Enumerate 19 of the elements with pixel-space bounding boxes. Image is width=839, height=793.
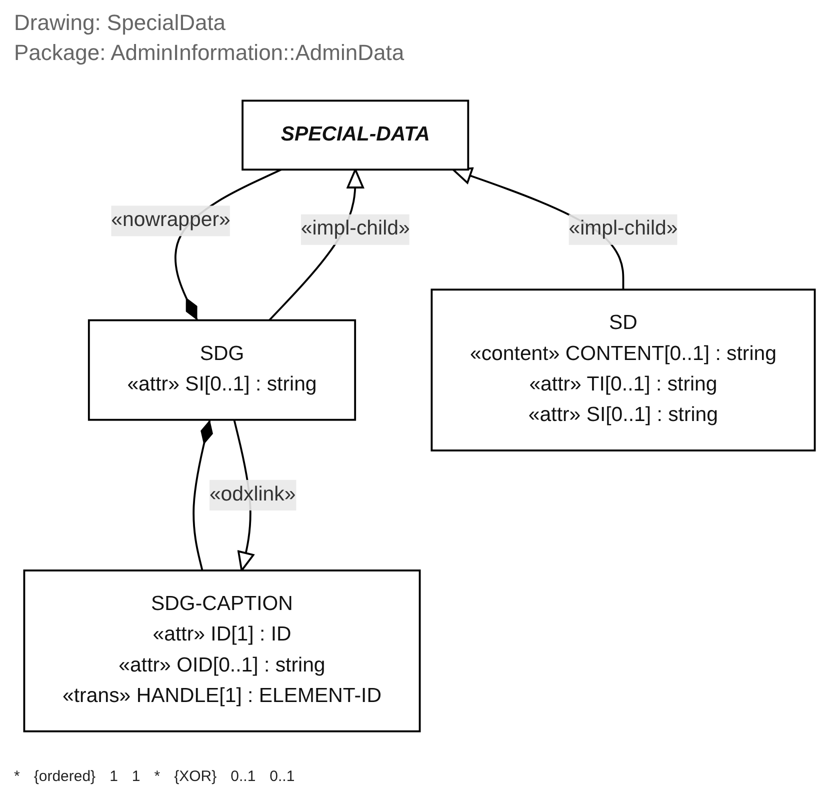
edge-label: «odxlink»: [209, 480, 296, 510]
multiplicity-label: 1: [110, 768, 118, 785]
class-box: SDG «attr» SI[0..1] : string: [88, 319, 356, 421]
multiplicity-label: 0..1: [270, 768, 295, 785]
multiplicity-label: 1: [132, 768, 140, 785]
edge-label: «impl-child»: [300, 214, 410, 245]
diagram-title: Drawing: SpecialData: [14, 10, 226, 36]
composition-line: [192, 420, 213, 571]
multiplicity-label: 0..1: [230, 768, 256, 785]
multiplicity-label: *: [14, 768, 20, 785]
multiplicity-label: {XOR}: [174, 768, 217, 785]
edge-label: «impl-child»: [568, 214, 678, 245]
edge-label: «nowrapper»: [111, 206, 230, 236]
class-box: SPECIAL-DATA: [242, 100, 470, 171]
class-box: SDG-CAPTION «attr» ID[1] : ID «attr» OID[0..1] : string «trans» HANDLE[1] : ELEMENT-ID: [23, 570, 421, 732]
class-box: SD «content» CONTENT[0..1] : string «attr» TI[0..1] : string «attr» SI[0..1] : string: [430, 288, 816, 452]
multiplicity-label: *: [154, 768, 160, 785]
multiplicity-label: {ordered}: [34, 768, 96, 785]
package-label: Package: AdminInformation::AdminData: [14, 40, 404, 66]
